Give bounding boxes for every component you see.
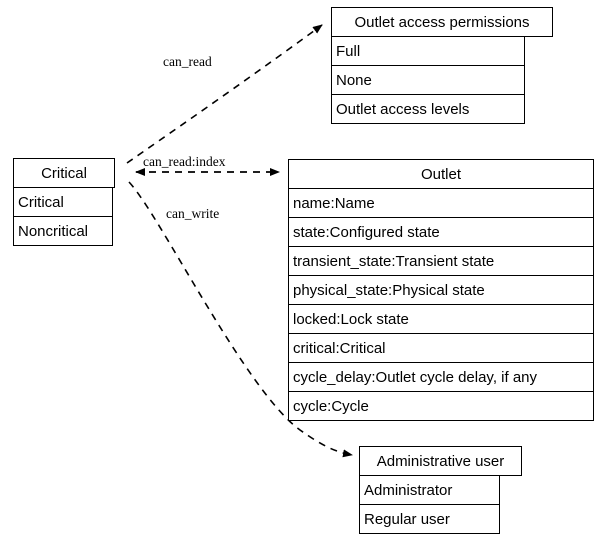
- node-administrative-user[interactable]: Administrative user Administrator Regula…: [359, 446, 522, 534]
- edge-label-can-read: can_read: [163, 54, 212, 69]
- edge-label-can-write: can_write: [166, 206, 220, 221]
- node-attribute-row: Administrator: [359, 475, 500, 505]
- edge-label-can-read-index: can_read:index: [143, 154, 226, 169]
- node-attribute-row: transient_state:Transient state: [288, 246, 594, 276]
- node-attribute-row: cycle:Cycle: [288, 391, 594, 421]
- node-attribute-row: cycle_delay:Outlet cycle delay, if any: [288, 362, 594, 392]
- node-attribute-row: locked:Lock state: [288, 304, 594, 334]
- node-attribute-row: None: [331, 65, 525, 95]
- node-attribute-row: Full: [331, 36, 525, 66]
- node-attribute-row: Noncritical: [13, 216, 113, 246]
- node-critical[interactable]: Critical Critical Noncritical: [13, 158, 115, 246]
- node-attribute-row: state:Configured state: [288, 217, 594, 247]
- node-title: Administrative user: [359, 446, 522, 476]
- node-title: Outlet: [288, 159, 594, 189]
- node-attribute-row: physical_state:Physical state: [288, 275, 594, 305]
- node-outlet-access-permissions[interactable]: Outlet access permissions Full None Outl…: [331, 7, 553, 124]
- edge-can-read: [126, 24, 323, 164]
- node-attribute-row: name:Name: [288, 188, 594, 218]
- node-outlet[interactable]: Outlet name:Name state:Configured state …: [288, 159, 594, 421]
- node-attribute-row: Critical: [13, 187, 113, 217]
- node-attribute-row: Outlet access levels: [331, 94, 525, 124]
- node-title: Outlet access permissions: [331, 7, 553, 37]
- node-title: Critical: [13, 158, 115, 188]
- node-attribute-row: Regular user: [359, 504, 500, 534]
- node-attribute-row: critical:Critical: [288, 333, 594, 363]
